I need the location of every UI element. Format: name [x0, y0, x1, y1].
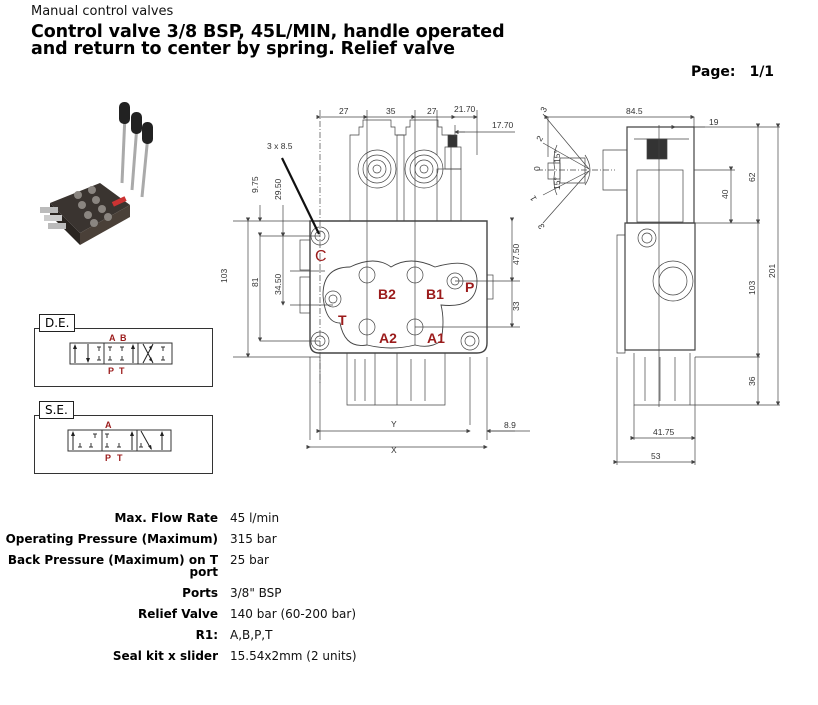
dim-35: 35 [386, 106, 396, 116]
spec-label: Seal kit x slider [112, 649, 218, 663]
dim-21-70: 21.70 [454, 104, 476, 114]
title-line-1: Control valve 3/8 BSP, 45L/MIN, handle o… [31, 22, 505, 42]
dim-84-5: 84.5 [626, 106, 643, 116]
double-effect-symbol: A B P T [69, 333, 173, 376]
dim-41-75: 41.75 [653, 427, 675, 437]
technical-drawing: 3 x 8.5 27 35 27 21.70 17.70 9.75 29.50 … [215, 95, 805, 475]
spec-row: Ports 3/8" BSP [0, 587, 420, 599]
port-label-a: A [109, 333, 116, 343]
port-label-p: P [105, 453, 111, 463]
port-a1: A1 [427, 330, 445, 346]
dim-27a: 27 [339, 106, 349, 116]
port-label-t: T [117, 453, 123, 463]
port-a2: A2 [379, 330, 397, 346]
dim-33: 33 [511, 301, 521, 311]
schematic-tag: S.E. [39, 401, 74, 419]
spec-label: R1: [195, 628, 218, 642]
spec-row: Max. Flow Rate 45 l/min [0, 512, 420, 524]
dim-103-side: 103 [747, 281, 757, 295]
dimension-drawing: 3 x 8.5 27 35 27 21.70 17.70 9.75 29.50 … [219, 104, 781, 465]
spec-label: Relief Valve [138, 607, 218, 621]
dim-81: 81 [250, 277, 260, 287]
schematic-single-effect: S.E. A P T [34, 401, 213, 474]
dim-62: 62 [747, 172, 757, 182]
spec-value: 45 l/min [230, 511, 280, 525]
dim-9-75: 9.75 [250, 176, 260, 193]
single-effect-symbol: A P T [67, 420, 172, 463]
dim-36: 36 [747, 376, 757, 386]
dim-8-9: 8.9 [504, 420, 516, 430]
spec-label: Ports [182, 586, 218, 600]
dim-201: 201 [767, 264, 777, 278]
spec-row: R1: A,B,P,T [0, 629, 420, 641]
port-b2: B2 [378, 286, 396, 302]
spec-label: Operating Pressure (Maximum) [5, 532, 218, 546]
dim-19: 19 [709, 117, 719, 127]
schematic-double-effect: D.E. A B P T [34, 314, 213, 387]
spec-value: 15.54x2mm (2 units) [230, 649, 357, 663]
dim-40: 40 [720, 189, 730, 199]
port-label-p: P [108, 366, 114, 376]
spec-row: Operating Pressure (Maximum) 315 bar [0, 533, 420, 545]
angle-mark-3-top: 3 [538, 105, 549, 114]
dim-17-70: 17.70 [492, 120, 514, 130]
port-p: P [465, 279, 474, 295]
dim-27b: 27 [427, 106, 437, 116]
title-line-2: and return to center by spring. Relief v… [31, 39, 455, 59]
product-photo [30, 95, 160, 255]
schematic-tag: D.E. [39, 314, 76, 332]
dim-x: X [391, 445, 397, 455]
spec-row: Back Pressure (Maximum) on T port 25 bar [0, 554, 420, 578]
angle-15-bottom: 15° [552, 177, 562, 190]
angle-mark-1: 1 [528, 194, 539, 203]
hole-callout: 3 x 8.5 [267, 141, 293, 151]
category-label: Manual control valves [31, 4, 174, 19]
angle-mark-2: 2 [534, 134, 545, 143]
spec-value: 140 bar (60-200 bar) [230, 607, 357, 621]
angle-15-top: 15° [552, 150, 562, 163]
spec-value: 3/8" BSP [230, 586, 282, 600]
hydraulic-valve-photo-icon [40, 102, 153, 245]
spec-value: 25 bar [230, 553, 269, 567]
dim-103-front: 103 [219, 269, 229, 283]
port-b1: B1 [426, 286, 444, 302]
page-title: Control valve 3/8 BSP, 45L/MIN, handle o… [31, 22, 591, 59]
dim-34-50: 34.50 [273, 273, 283, 295]
page-indicator: Page: 1/1 [691, 64, 774, 80]
dim-y: Y [391, 419, 397, 429]
port-label-b: B [120, 333, 127, 343]
spec-label: Back Pressure (Maximum) on T port [7, 553, 218, 579]
angle-mark-0: 0 [532, 166, 542, 171]
dim-53: 53 [651, 451, 661, 461]
page-label: Page: [691, 64, 736, 80]
spec-value: 315 bar [230, 532, 277, 546]
spec-value: A,B,P,T [230, 628, 273, 642]
dim-47-50: 47.50 [511, 243, 521, 265]
spec-label: Max. Flow Rate [114, 511, 218, 525]
page-number: 1/1 [749, 64, 775, 80]
spec-row: Relief Valve 140 bar (60-200 bar) [0, 608, 420, 620]
dim-29-50: 29.50 [273, 178, 283, 200]
port-label-a: A [105, 420, 112, 430]
spec-row: Seal kit x slider 15.54x2mm (2 units) [0, 650, 420, 662]
angle-mark-3-bottom: 3 [536, 222, 547, 231]
port-c: C [315, 248, 327, 265]
specifications-table: Max. Flow Rate 45 l/min Operating Pressu… [0, 512, 420, 667]
port-label-t: T [119, 366, 125, 376]
port-t: T [338, 312, 347, 328]
